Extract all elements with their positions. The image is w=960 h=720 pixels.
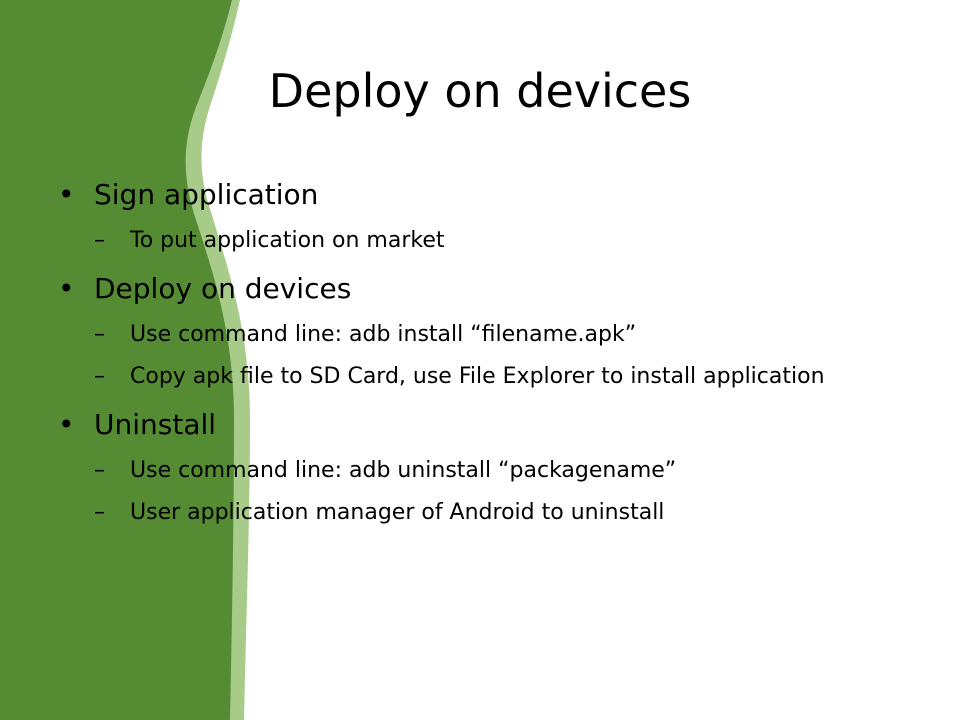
sub-item: – Use command line: adb uninstall “packa…	[88, 454, 898, 487]
sub-item: – To put application on market	[88, 224, 898, 257]
sub-list: – Use command line: adb install “filenam…	[94, 318, 898, 393]
sub-item-text: Use command line: adb uninstall “package…	[130, 458, 677, 483]
bullet-list: • Sign application – To put application …	[58, 175, 898, 529]
dash-icon: –	[94, 500, 105, 525]
sub-item-text: Use command line: adb install “filename.…	[130, 322, 637, 347]
sub-list: – To put application on market	[94, 224, 898, 257]
bullet-icon: •	[58, 408, 75, 441]
dash-icon: –	[94, 228, 105, 253]
dash-icon: –	[94, 322, 105, 347]
sub-item-text: User application manager of Android to u…	[130, 500, 665, 525]
bullet-item: • Sign application – To put application …	[58, 175, 898, 257]
sub-list: – Use command line: adb uninstall “packa…	[94, 454, 898, 529]
dash-icon: –	[94, 364, 105, 389]
dash-icon: –	[94, 458, 105, 483]
bullet-item: • Deploy on devices – Use command line: …	[58, 269, 898, 393]
bullet-icon: •	[58, 272, 75, 305]
bullet-text: Deploy on devices	[94, 272, 352, 305]
sub-item: – User application manager of Android to…	[88, 496, 898, 529]
sub-item: – Use command line: adb install “filenam…	[88, 318, 898, 351]
bullet-item: • Uninstall – Use command line: adb unin…	[58, 405, 898, 529]
bullet-text: Sign application	[94, 178, 319, 211]
sub-item: – Copy apk file to SD Card, use File Exp…	[88, 360, 898, 393]
sub-item-text: Copy apk file to SD Card, use File Explo…	[130, 364, 825, 389]
dark-green-band	[0, 0, 234, 720]
sub-item-text: To put application on market	[130, 228, 445, 253]
bullet-icon: •	[58, 178, 75, 211]
bullet-text: Uninstall	[94, 408, 217, 441]
slide-title: Deploy on devices	[268, 64, 692, 118]
